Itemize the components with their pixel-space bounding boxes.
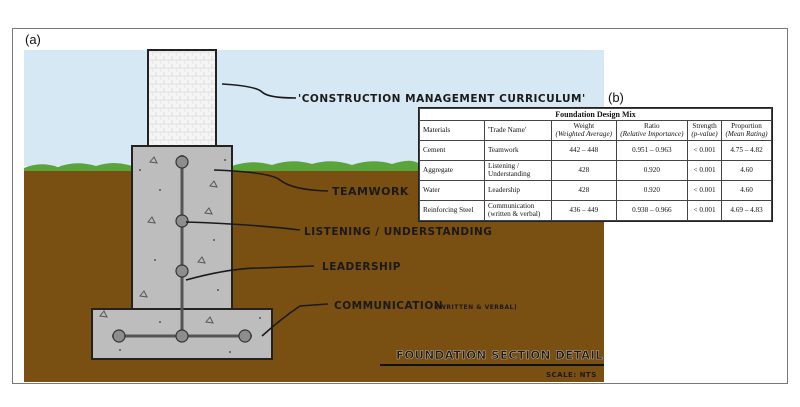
grass [24,163,132,171]
table-cell: Leadership [484,179,552,201]
rebar-dots [112,155,252,343]
table-cell: Listening / Understanding [484,159,552,181]
table-cell: 4.69 – 4.83 [721,199,772,221]
table-row: Aggregate Listening / Understanding 428 … [419,159,772,181]
table-cell: 0.920 [615,179,689,201]
table-cell: 4.75 – 4.82 [721,139,772,161]
table-caption: Foundation Design Mix [419,107,772,122]
aggregate-dots [119,159,261,353]
section-title: FOUNDATION SECTION DETAIL [396,348,603,362]
scale-note: SCALE: NTS [546,371,597,379]
col-subheader: (Relative Importance) [620,130,684,139]
col-subheader: (Weighted Average) [555,130,613,139]
table-cell: Reinforcing Steel [419,199,485,221]
table-cell: Cement [419,139,485,161]
col-header: Materials [423,126,451,135]
table-cell: Communication (written & verbal) [484,199,552,221]
wall [147,49,217,147]
table-cell: Aggregate [419,159,485,181]
table-header-row: Materials 'Trade Name' Weight(Weighted A… [419,120,772,141]
table-cell: Teamwork [484,139,552,161]
table-cell: < 0.001 [687,159,722,181]
table-cell: 4.60 [721,179,772,201]
label-communication: COMMUNICATION [334,300,443,312]
figure-frame [12,28,788,384]
table-row: Cement Teamwork 442 – 448 0.951 – 0.963 … [419,139,772,161]
label-curriculum: 'CONSTRUCTION MANAGEMENT CURRICULUM' [298,93,586,105]
table-cell: Water [419,179,485,201]
col-header: 'Trade Name' [488,126,527,135]
col-header: Strength [692,122,717,131]
aggregate [99,156,218,324]
table-cell: < 0.001 [687,139,722,161]
panel-label-a: (a) [25,32,41,47]
label-communication-note: (WRITTEN & VERBAL) [436,304,517,311]
col-header: Proportion [731,122,762,131]
table-cell: 436 – 449 [551,199,617,221]
table-cell: < 0.001 [687,179,722,201]
table-cell: 0.951 – 0.963 [615,139,689,161]
table-row: Water Leadership 428 0.920 < 0.001 4.60 [419,179,772,201]
table-cell: 428 [551,179,617,201]
col-header: Weight [573,122,595,131]
table-cell: 428 [551,159,617,181]
table-cell: 442 – 448 [551,139,617,161]
col-header: Ratio [644,122,660,131]
label-leadership: LEADERSHIP [322,261,401,273]
label-teamwork: TEAMWORK [332,185,409,198]
label-listening: LISTENING / UNDERSTANDING [304,226,492,238]
col-subheader: (Mean Rating) [725,130,768,139]
table-row: Reinforcing Steel Communication (written… [419,199,772,221]
table-cell: < 0.001 [687,199,722,221]
table-cell: 4.60 [721,159,772,181]
panel-label-b: (b) [608,90,624,105]
leader-lines [185,83,329,337]
design-mix-table: Foundation Design Mix Materials 'Trade N… [418,107,773,222]
table-cell: 0.920 [615,159,689,181]
table-cell: 0.938 – 0.966 [615,199,689,221]
col-subheader: (p-value) [691,130,718,139]
